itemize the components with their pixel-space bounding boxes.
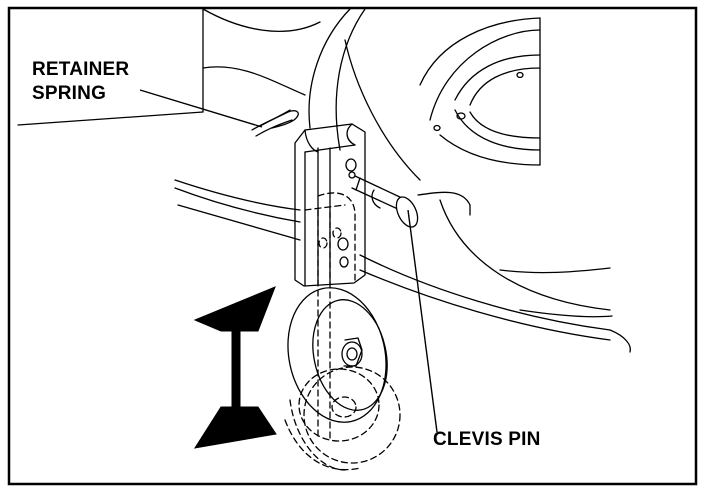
clevis-pin-label: CLEVIS PIN (433, 429, 541, 450)
deck-hub (419, 17, 541, 166)
wheel (287, 287, 388, 423)
clevis-pin (351, 175, 419, 228)
phantom-positions (284, 192, 401, 471)
retainer-spring-label-line2: SPRING (32, 83, 107, 104)
diagram-border (7, 6, 698, 486)
retainer-spring-label: RETAINER SPRING (32, 58, 129, 106)
up-down-arrow-icon (193, 286, 277, 449)
mower-deck (17, 8, 631, 353)
retainer-spring-leader (139, 89, 263, 128)
retainer-spring (251, 109, 299, 137)
retainer-spring-label-line1: RETAINER (32, 59, 130, 80)
clevis-pin-leader (407, 209, 438, 433)
